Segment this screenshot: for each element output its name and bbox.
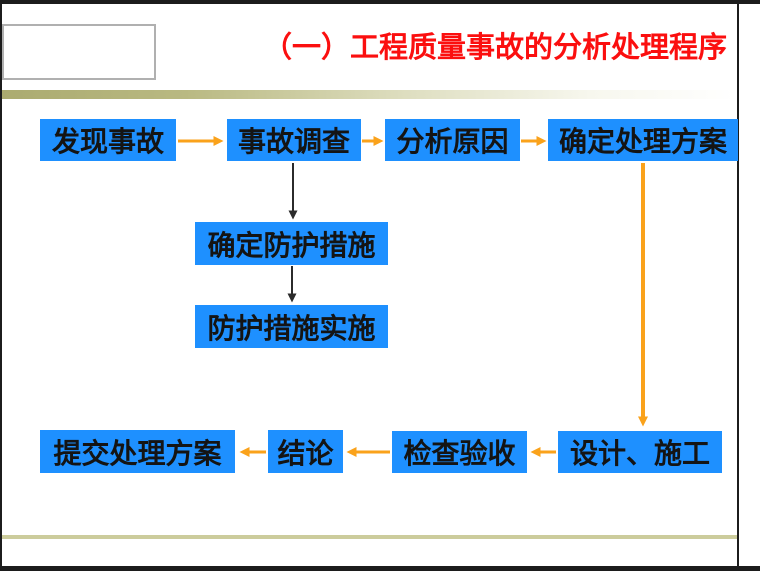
frame-right-border	[737, 0, 739, 566]
flow-node-implement-protective-measures: 防护措施实施	[195, 305, 388, 348]
flow-node-submit-treatment-plan: 提交处理方案	[40, 430, 235, 473]
header-divider-gradient	[2, 90, 737, 99]
flow-node-determine-protective-measures: 确定防护措施	[195, 222, 388, 265]
flow-node-conclusion: 结论	[268, 430, 343, 473]
flow-node-determine-treatment-plan: 确定处理方案	[548, 119, 738, 161]
footer-divider-line	[2, 535, 737, 539]
empty-placeholder-box	[2, 24, 156, 80]
frame-bottom-border	[0, 566, 760, 571]
slide-title: （一）工程质量事故的分析处理程序	[262, 32, 727, 64]
flow-node-inspection-acceptance: 检查验收	[392, 431, 527, 473]
flow-node-analyze-cause: 分析原因	[385, 119, 520, 161]
flow-node-design-construction: 设计、施工	[558, 431, 722, 473]
frame-left-border	[0, 0, 2, 571]
frame-top-border	[0, 0, 760, 4]
flow-node-discover-accident: 发现事故	[40, 119, 176, 161]
flow-node-accident-investigation: 事故调查	[227, 119, 361, 161]
